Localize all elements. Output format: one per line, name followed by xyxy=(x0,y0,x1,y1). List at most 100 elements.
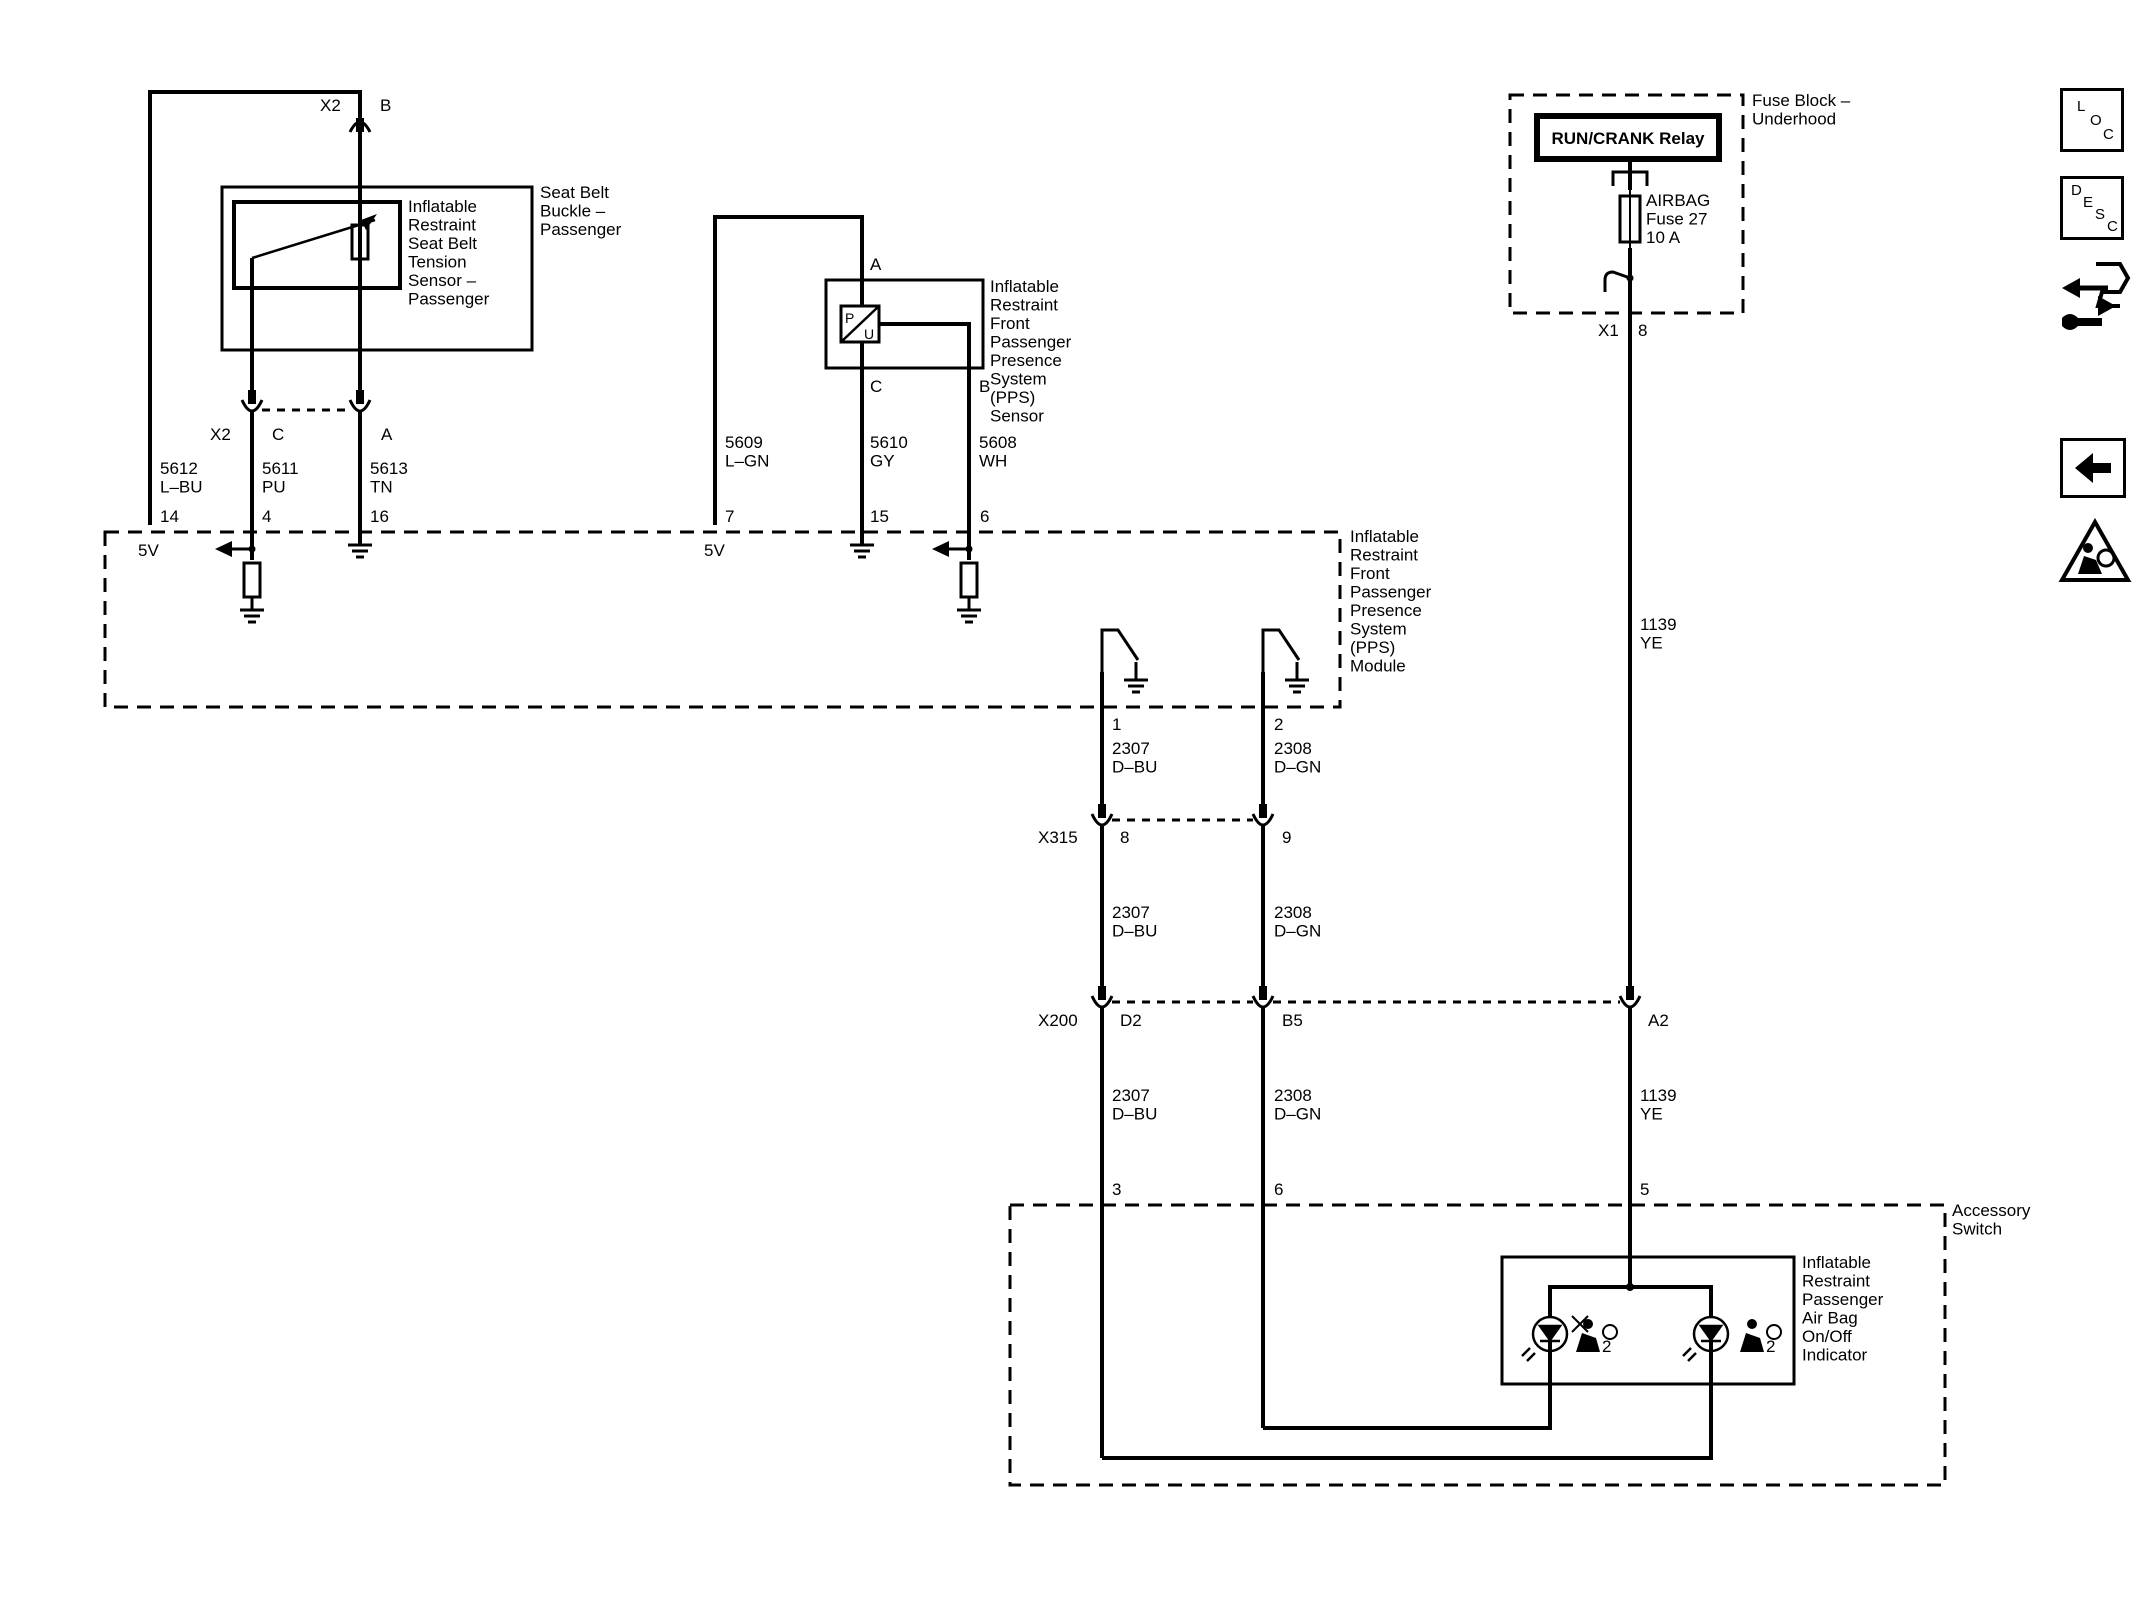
label-line: 1139 xyxy=(1640,1086,1677,1105)
label-line: 5613 xyxy=(370,459,408,478)
desc-button[interactable]: D E S C xyxy=(2060,176,2124,240)
label-line: (PPS) xyxy=(990,388,1035,407)
label-line: GY xyxy=(870,452,895,471)
svg-text:X2: X2 xyxy=(320,96,341,115)
label-line: WH xyxy=(979,452,1007,471)
svg-text:15: 15 xyxy=(870,507,889,526)
pps-module-box xyxy=(103,530,1342,709)
label-line: 2307 xyxy=(1112,1086,1150,1105)
label-line: 5609 xyxy=(725,433,763,452)
label-line: L–BU xyxy=(160,478,203,497)
fuse-block-box xyxy=(1508,93,1745,315)
connector-arrows-icon[interactable] xyxy=(2058,258,2132,338)
label-line: YE xyxy=(1640,634,1663,653)
label-line: D–GN xyxy=(1274,922,1321,941)
svg-text:B: B xyxy=(380,96,391,115)
svg-text:D2: D2 xyxy=(1120,1011,1142,1030)
label-line: Passenger xyxy=(540,220,622,239)
label-line: Indicator xyxy=(1802,1346,1868,1365)
svg-text:8: 8 xyxy=(1120,828,1129,847)
label-line: System xyxy=(990,370,1047,389)
label-line: 1139 xyxy=(1640,615,1677,634)
label-line: Inflatable xyxy=(1350,527,1419,546)
svg-text:B: B xyxy=(979,377,990,396)
svg-text:X200: X200 xyxy=(1038,1011,1078,1030)
label-line: Underhood xyxy=(1752,110,1836,129)
svg-text:C: C xyxy=(272,425,284,444)
label-line: D–BU xyxy=(1112,922,1157,941)
label-line: 5611 xyxy=(262,459,299,478)
svg-text:2: 2 xyxy=(1766,1337,1775,1356)
label-line: Inflatable xyxy=(408,197,477,216)
svg-text:3: 3 xyxy=(1112,1180,1121,1199)
svg-text:9: 9 xyxy=(1282,828,1291,847)
svg-text:1: 1 xyxy=(1112,715,1121,734)
label-line: Passenger xyxy=(1802,1290,1884,1309)
label-line: Buckle – xyxy=(540,202,606,221)
svg-text:6: 6 xyxy=(1274,1180,1283,1199)
svg-text:X315: X315 xyxy=(1038,828,1078,847)
label-line: 5608 xyxy=(979,433,1017,452)
label-line: On/Off xyxy=(1802,1327,1852,1346)
label-line: Restraint xyxy=(408,216,476,235)
label-line: Air Bag xyxy=(1802,1309,1858,1328)
label-line: Passenger xyxy=(408,290,490,309)
label-line: AIRBAG xyxy=(1646,191,1710,210)
label-line: D–GN xyxy=(1274,1105,1321,1124)
svg-text:A: A xyxy=(870,255,882,274)
label-line: 5612 xyxy=(160,459,198,478)
back-button[interactable] xyxy=(2060,438,2126,498)
label-line: Restraint xyxy=(1802,1272,1870,1291)
label-line: Restraint xyxy=(1350,546,1418,565)
connector-symbols xyxy=(240,120,1642,1009)
airbag-warning-icon[interactable] xyxy=(2058,518,2132,584)
svg-text:7: 7 xyxy=(725,507,734,526)
label-line: 2307 xyxy=(1112,903,1150,922)
svg-text:B5: B5 xyxy=(1282,1011,1303,1030)
label-line: Passenger xyxy=(990,333,1072,352)
svg-text:X1: X1 xyxy=(1598,321,1619,340)
svg-text:P: P xyxy=(845,310,854,326)
label-line: Seat Belt xyxy=(408,234,477,253)
svg-text:2: 2 xyxy=(1274,715,1283,734)
relay-label: RUN/CRANK Relay xyxy=(1551,129,1705,148)
label-line: PU xyxy=(262,478,286,497)
label-line: (PPS) xyxy=(1350,638,1395,657)
label-line: Accessory xyxy=(1952,1201,2031,1220)
loc-button[interactable]: L O C xyxy=(2060,88,2124,152)
label-line: Presence xyxy=(1350,601,1422,620)
svg-text:16: 16 xyxy=(370,507,389,526)
svg-text:2: 2 xyxy=(1602,1337,1611,1356)
svg-text:C: C xyxy=(870,377,882,396)
svg-text:4: 4 xyxy=(262,507,271,526)
indicator-box xyxy=(1500,1255,1796,1386)
svg-text:5V: 5V xyxy=(138,541,159,560)
svg-text:X2: X2 xyxy=(210,425,231,444)
label-line: D–BU xyxy=(1112,758,1157,777)
svg-text:A: A xyxy=(381,425,393,444)
label-line: Sensor xyxy=(990,407,1044,426)
label-line: Fuse 27 xyxy=(1646,210,1707,229)
label-line: Restraint xyxy=(990,296,1058,315)
label-line: 2307 xyxy=(1112,739,1150,758)
label-line: Front xyxy=(990,314,1030,333)
airbag-on-icon xyxy=(1740,1319,1782,1352)
label-line: Module xyxy=(1350,657,1406,676)
fuse-block-label: Fuse Block –Underhood xyxy=(1752,91,1851,129)
label-line: Seat Belt xyxy=(540,183,609,202)
label-line: D–BU xyxy=(1112,1105,1157,1124)
airbag-off-icon xyxy=(1571,1315,1618,1352)
